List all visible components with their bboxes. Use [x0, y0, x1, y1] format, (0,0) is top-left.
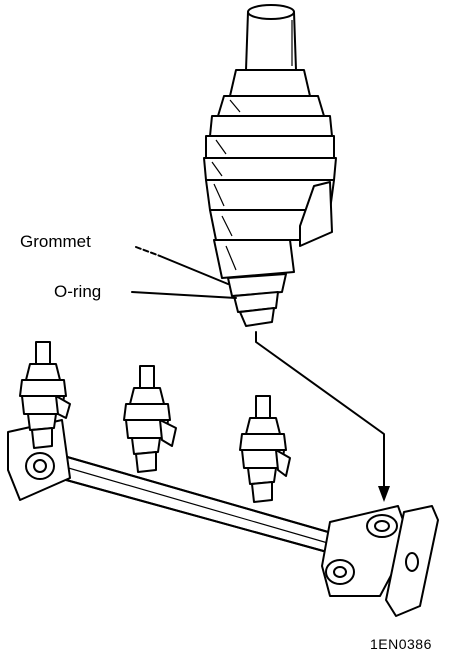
installed-injector-3	[239, 395, 291, 503]
grommet-label: Grommet	[20, 232, 91, 251]
installation-arrow	[255, 331, 390, 502]
fuel-injector-large	[203, 4, 337, 327]
o-ring-label: O-ring	[54, 282, 102, 301]
installed-injector-1	[19, 341, 71, 449]
installed-injector-2	[123, 365, 177, 473]
delivery-pipe	[7, 419, 439, 617]
figure-code: 1EN0386	[370, 636, 432, 652]
label-leaders	[131, 246, 237, 299]
